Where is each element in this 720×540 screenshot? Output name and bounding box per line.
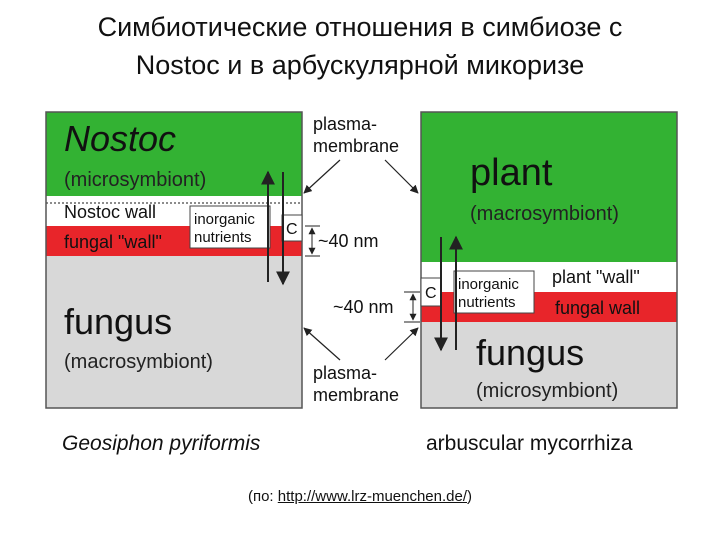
left-fungal-wall-label: fungal "wall" xyxy=(64,232,162,252)
plasma-membrane-bottom-line2: membrane xyxy=(313,385,399,405)
plant-region xyxy=(421,112,677,262)
right-panel: plant (macrosymbiont) plant "wall" funga… xyxy=(420,111,678,409)
plasma-membrane-top-arrow-right xyxy=(384,159,419,194)
right-panel-outline xyxy=(420,111,678,409)
left-microsymbiont-label: (microsymbiont) xyxy=(64,169,206,191)
right-carbon-label: C xyxy=(425,285,437,302)
left-panel-outline xyxy=(45,111,303,409)
left-carbon-label: C xyxy=(286,221,298,238)
plasma-membrane-bottom-line1: plasma- xyxy=(313,363,377,383)
right-fungal-wall-label: fungal wall xyxy=(555,298,640,318)
fungus-region-right xyxy=(421,322,677,408)
right-inorganic-label: inorganic xyxy=(458,276,519,293)
title-line-2: Nostoc и в арбускулярной микоризе xyxy=(135,50,585,80)
nostoc-label: Nostoc xyxy=(64,118,176,159)
plant-wall-label: plant "wall" xyxy=(552,267,640,287)
nostoc-wall-label: Nostoc wall xyxy=(64,202,156,222)
right-caption: arbuscular mycorrhiza xyxy=(426,432,633,455)
plasma-membrane-top-line1: plasma- xyxy=(313,114,377,134)
right-macrosymbiont-label: (macrosymbiont) xyxy=(470,203,619,225)
right-nutrients-box xyxy=(453,270,535,314)
right-microsymbiont-label: (microsymbiont) xyxy=(476,380,618,402)
source-suffix: ) xyxy=(467,488,473,505)
source-prefix: (по: xyxy=(247,488,278,505)
source-link[interactable]: http://www.lrz-muenchen.de/ xyxy=(277,488,468,505)
plasma-membrane-bottom-arrow-left xyxy=(303,327,341,361)
slide-title: Симбиотические отношения в симбиозе с No… xyxy=(0,8,720,84)
left-panel: Nostoc (microsymbiont) Nostoc wall funga… xyxy=(45,111,303,409)
fungus-region-left xyxy=(46,256,302,408)
right-fungus-label: fungus xyxy=(476,332,584,373)
left-nutrients-label: nutrients xyxy=(194,229,252,246)
left-caption: Geosiphon pyriformis xyxy=(62,432,261,455)
left-macrosymbiont-label: (macrosymbiont) xyxy=(64,351,213,373)
right-nutrients-label: nutrients xyxy=(458,294,516,311)
plasma-membrane-top-arrow-left xyxy=(303,159,341,194)
plasma-membrane-bottom-arrow-right xyxy=(384,327,419,361)
distance-top-label: ~40 nm xyxy=(318,231,379,251)
plasma-membrane-top-line2: membrane xyxy=(313,136,399,156)
source-citation: (по: http://www.lrz-muenchen.de/) xyxy=(0,488,720,505)
title-line-1: Симбиотические отношения в симбиозе с xyxy=(97,12,623,42)
center-labels: plasma- membrane ~40 nm ~40 nm plasma- m… xyxy=(303,114,420,405)
nostoc-region xyxy=(46,112,302,196)
plant-label: plant xyxy=(470,152,553,194)
distance-bottom-label: ~40 nm xyxy=(333,297,394,317)
left-nutrients-box xyxy=(189,205,271,249)
left-fungus-label: fungus xyxy=(64,301,172,342)
left-inorganic-label: inorganic xyxy=(194,211,255,228)
